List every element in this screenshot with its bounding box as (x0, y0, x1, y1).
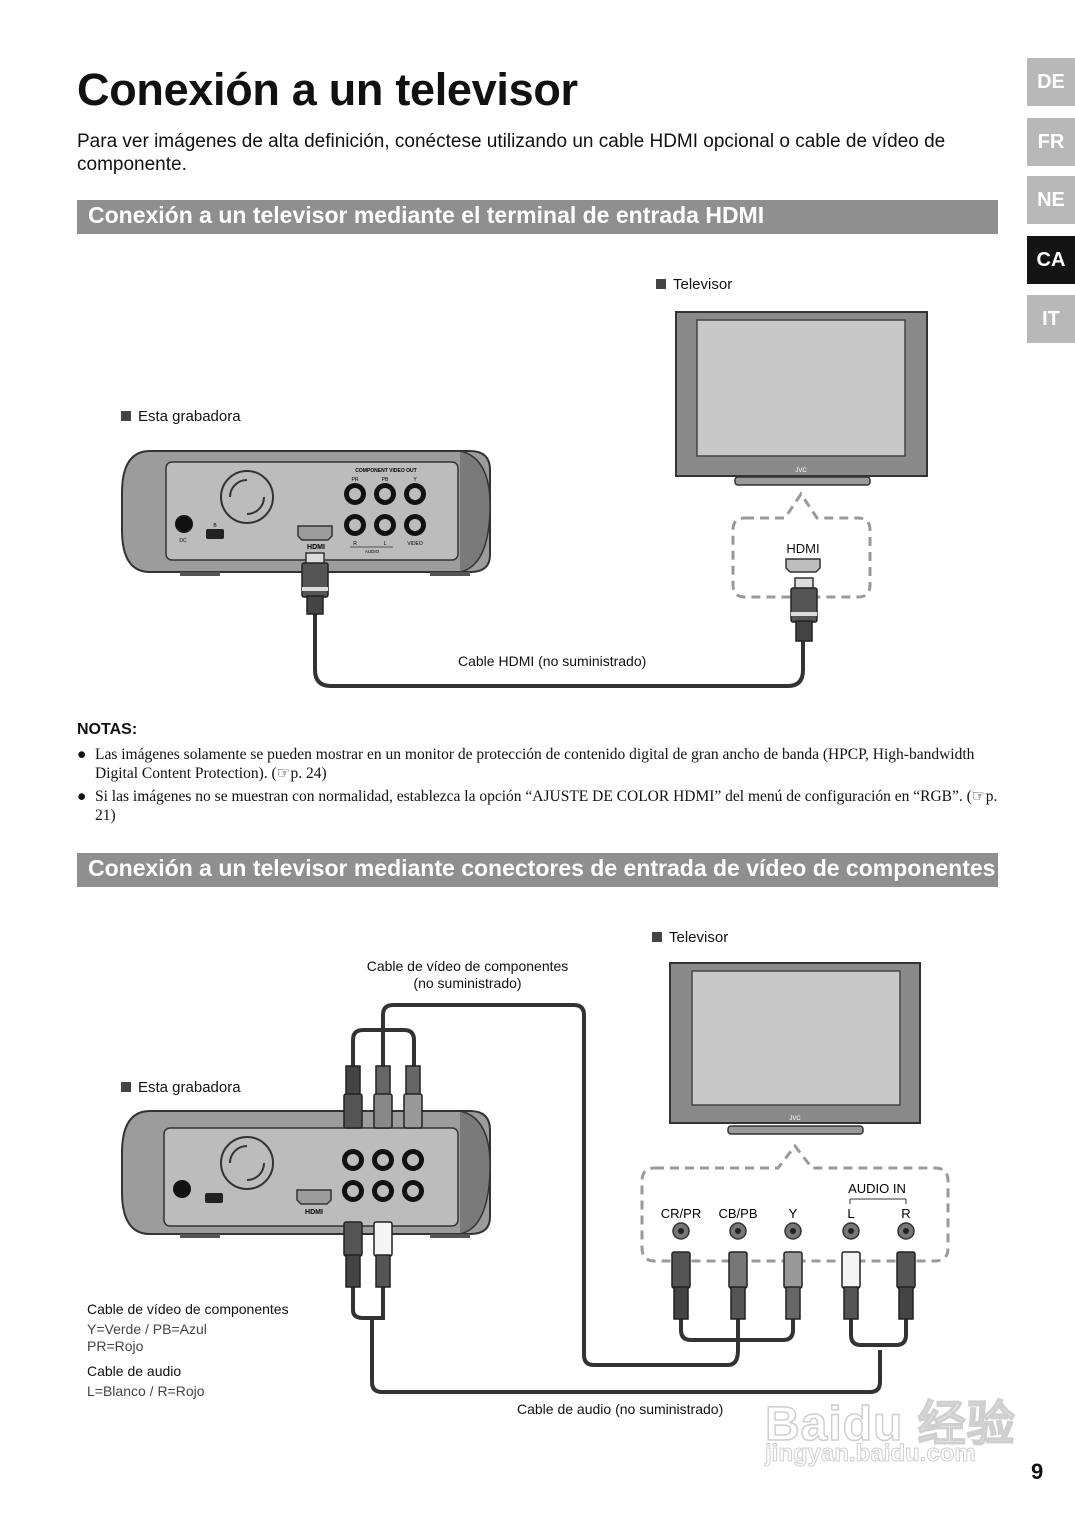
tv-hdmi-port (785, 558, 821, 573)
tv-brand-logo: JVC (789, 1116, 801, 1122)
audio-r-label: R (353, 541, 357, 547)
note-item: ● Si las imágenes no se muestran con nor… (77, 787, 1002, 825)
audio-plugs-recorder (343, 1221, 393, 1288)
hdmi-connection-diagram: JVC HDMI DC B HDMI COMPONENT VIDEO OUT P… (121, 311, 928, 688)
hdmi-plug-recorder (301, 552, 329, 615)
square-bullet-icon (652, 932, 662, 942)
legend-component-line1: Y=Verde / PB=Azul (87, 1321, 207, 1337)
page-title: Conexión a un televisor (77, 64, 578, 115)
recorder-label-hdmi: Esta grabadora (121, 408, 241, 425)
square-bullet-icon (121, 1082, 131, 1092)
cr-pr-label: CR/PR (661, 1206, 701, 1221)
audio-l-label: L (384, 541, 387, 547)
pr-port-label: PR (352, 477, 359, 483)
legend-audio-line1: L=Blanco / R=Rojo (87, 1383, 205, 1399)
baidu-watermark-url: jingyan.baidu.com (765, 1440, 977, 1468)
hdmi-plug-tv (790, 577, 818, 642)
square-bullet-icon (656, 279, 666, 289)
recorder-illustration-hdmi: DC B HDMI COMPONENT VIDEO OUT PR PB Y R … (121, 450, 491, 576)
lang-tab-it[interactable]: IT (1027, 295, 1075, 343)
component-cable-label-line1: Cable de vídeo de componentes (366, 958, 569, 974)
legend-audio-head: Cable de audio (87, 1363, 182, 1379)
video-out-label: VIDEO (407, 541, 423, 547)
cb-pb-label: CB/PB (718, 1206, 757, 1221)
hdmi-cable-label: Cable HDMI (no suministrado) (458, 653, 647, 669)
bullet-dot-icon: ● (77, 788, 87, 805)
recorder-illustration-component: HDMI (121, 1110, 491, 1238)
cable-color-legend: Cable de vídeo de componentes Y=Verde / … (87, 1301, 289, 1400)
pb-port-label: PB (382, 477, 389, 483)
audio-cable-label: Cable de audio (no suministrado) (517, 1401, 724, 1417)
recorder-label-text: Esta grabadora (138, 1079, 241, 1096)
tv-input-jacks (672, 1222, 915, 1240)
notes-title: NOTAS: (77, 721, 138, 738)
audio-group-label: AUDIO (365, 549, 380, 554)
lang-tab-de[interactable]: DE (1027, 58, 1075, 106)
lang-tab-ne[interactable]: NE (1027, 176, 1075, 224)
recorder-hdmi-logo: HDMI (307, 544, 325, 551)
square-bullet-icon (121, 411, 131, 421)
component-plugs-recorder (343, 1065, 423, 1129)
tv-inputs-callout (640, 1143, 950, 1263)
tv-r-label: R (901, 1206, 910, 1221)
component-connection-diagram: JVC AUDIO IN CR/PR CB/PB Y L R HDMI (121, 962, 950, 1394)
tv-port-callout (731, 491, 872, 599)
tv-brand-logo: JVC (795, 468, 807, 474)
audio-cable (351, 1285, 908, 1394)
audio-in-label: AUDIO IN (848, 1181, 906, 1196)
lang-tab-ca[interactable]: CA (1027, 236, 1075, 284)
hdmi-cable (313, 612, 805, 688)
tv-label-hdmi: Televisor (656, 276, 732, 293)
section-heading-hdmi: Conexión a un televisor mediante el term… (77, 200, 998, 234)
recorder-label-text: Esta grabadora (138, 408, 241, 425)
legend-component-head: Cable de vídeo de componentes (87, 1301, 289, 1317)
legend-component-line2: PR=Rojo (87, 1338, 144, 1354)
component-cable-label: Cable de vídeo de componentes (no sumini… (360, 958, 575, 992)
tv-label-text: Televisor (673, 276, 733, 293)
section-heading-component: Conexión a un televisor mediante conecto… (77, 853, 998, 887)
component-video-cable (351, 1003, 740, 1367)
component-cable-label-line2: (no suministrado) (413, 975, 522, 991)
tv-label-text: Televisor (669, 929, 729, 946)
component-out-label: COMPONENT VIDEO OUT (355, 468, 416, 474)
recorder-hdmi-logo: HDMI (305, 1209, 323, 1216)
note-item: ● Las imágenes solamente se pueden mostr… (77, 745, 1002, 783)
tv-illustration-component: JVC (669, 962, 921, 1135)
y-port-label: Y (413, 477, 417, 483)
recorder-label-component: Esta grabadora (121, 1079, 241, 1096)
dc-port-label: DC (179, 538, 187, 544)
bullet-dot-icon: ● (77, 746, 87, 763)
lang-tab-fr[interactable]: FR (1027, 118, 1075, 166)
tv-l-label: L (847, 1206, 854, 1221)
page-number: 9 (1031, 1459, 1044, 1484)
tv-hdmi-port-label: HDMI (786, 541, 819, 556)
note-text: Si las imágenes no se muestran con norma… (95, 788, 998, 824)
tv-label-component: Televisor (652, 929, 728, 946)
tv-plugs (671, 1251, 916, 1320)
tv-y-label: Y (789, 1206, 798, 1221)
usb-port-label: B (213, 523, 217, 529)
tv-illustration-hdmi: JVC (675, 311, 928, 486)
note-text: Las imágenes solamente se pueden mostrar… (95, 746, 975, 782)
baidu-watermark: Baidu 经验 (764, 1397, 1016, 1452)
intro-text: Para ver imágenes de alta definición, co… (77, 131, 946, 175)
